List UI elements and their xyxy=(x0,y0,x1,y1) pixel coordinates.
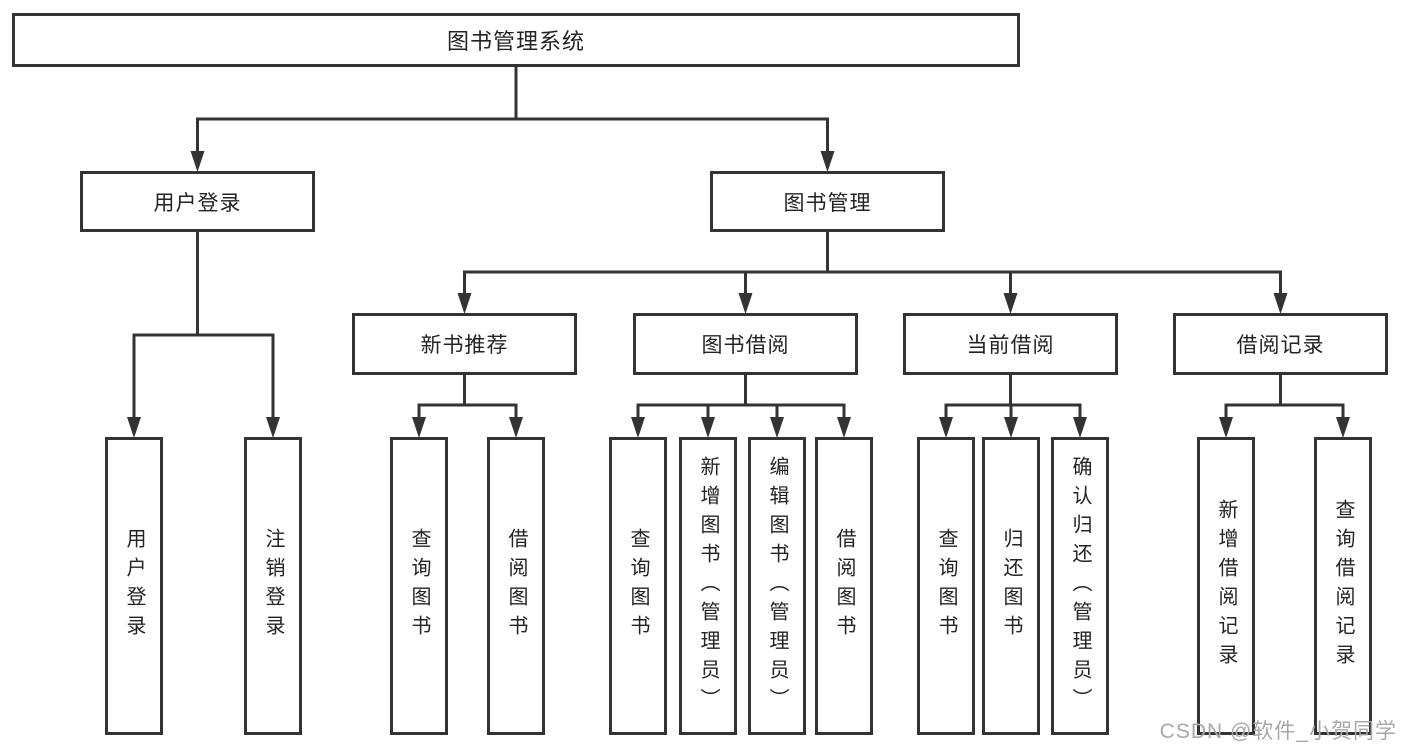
node-label: 图书管理系统 xyxy=(446,29,585,54)
arrow-down-icon xyxy=(631,417,645,438)
leaf-add-borrow-record: 新增借阅记录 xyxy=(1197,437,1255,735)
arrow-down-icon xyxy=(820,151,835,172)
leaf-query-borrow-record: 查询借阅记录 xyxy=(1314,437,1372,735)
leaf-label: 查询图书 xyxy=(408,528,430,644)
leaf-label: 查询图书 xyxy=(627,528,649,644)
leaf-add-books-admin: 新增图书（管理员） xyxy=(679,437,737,735)
arrowheads-level2 xyxy=(190,151,835,172)
leaf-label: 借阅图书 xyxy=(505,528,527,644)
connector-root-to-level2 xyxy=(196,67,829,155)
node-label: 用户登录 xyxy=(153,191,242,215)
node-book-borrow: 图书借阅 xyxy=(633,313,858,375)
node-library-management-system: 图书管理系统 xyxy=(12,13,1020,67)
node-label: 新书推荐 xyxy=(420,334,509,357)
leaf-query-books-2: 查询图书 xyxy=(609,437,667,735)
arrow-down-icon xyxy=(939,417,953,438)
arrow-down-icon xyxy=(837,417,851,438)
leaf-label: 查询图书 xyxy=(935,528,957,644)
leaf-label: 归还图书 xyxy=(1000,528,1022,644)
arrow-down-icon xyxy=(1273,293,1288,314)
node-user-login: 用户登录 xyxy=(80,171,315,232)
node-label: 借阅记录 xyxy=(1236,334,1325,357)
leaf-confirm-return-admin: 确认归还（管理员） xyxy=(1051,437,1109,735)
arrow-down-icon xyxy=(190,151,205,172)
arrow-down-icon xyxy=(701,417,715,438)
csdn-watermark: CSDN @软件_小贺同学 xyxy=(1159,720,1397,743)
leaf-label: 用户登录 xyxy=(123,528,145,644)
connector-new-book-children xyxy=(417,375,518,421)
leaf-query-books-3: 查询图书 xyxy=(917,437,975,735)
arrow-down-icon xyxy=(1003,293,1018,314)
arrowheads-level3 xyxy=(457,293,1288,314)
arrow-down-icon xyxy=(1004,417,1018,438)
arrow-down-icon xyxy=(457,293,472,314)
leaf-logout: 注销登录 xyxy=(244,437,302,735)
leaf-label: 编辑图书（管理员） xyxy=(766,455,788,717)
leaf-label: 借阅图书 xyxy=(833,528,855,644)
leaf-query-books-1: 查询图书 xyxy=(390,437,448,735)
leaf-label: 新增借阅记录 xyxy=(1215,499,1237,673)
connector-current-borrow-children xyxy=(944,375,1082,421)
leaf-label: 查询借阅记录 xyxy=(1332,499,1354,673)
leaf-borrow-books-1: 借阅图书 xyxy=(487,437,545,735)
leaf-label: 新增图书（管理员） xyxy=(697,455,719,717)
arrowheads-leaves xyxy=(127,417,1350,438)
leaf-return-books: 归还图书 xyxy=(982,437,1040,735)
arrow-down-icon xyxy=(127,417,141,438)
connector-book-borrow-children xyxy=(636,375,846,421)
arrow-down-icon xyxy=(266,417,280,438)
leaf-user-login: 用户登录 xyxy=(105,437,163,735)
connector-book-management-children xyxy=(463,232,1282,297)
arrow-down-icon xyxy=(770,417,784,438)
connector-borrow-records-children xyxy=(1224,375,1345,421)
connector-user-login-children xyxy=(132,232,275,421)
node-label: 图书管理 xyxy=(783,191,872,215)
arrow-down-icon xyxy=(1336,417,1350,438)
arrow-down-icon xyxy=(412,417,426,438)
node-book-management: 图书管理 xyxy=(710,171,945,232)
node-label: 图书借阅 xyxy=(701,334,790,357)
arrow-down-icon xyxy=(1219,417,1233,438)
leaf-label: 注销登录 xyxy=(262,528,284,644)
leaf-label: 确认归还（管理员） xyxy=(1069,455,1091,717)
leaf-edit-books-admin: 编辑图书（管理员） xyxy=(748,437,806,735)
arrow-down-icon xyxy=(1073,417,1087,438)
node-label: 当前借阅 xyxy=(966,334,1055,357)
node-current-borrow: 当前借阅 xyxy=(903,313,1118,375)
node-borrow-records: 借阅记录 xyxy=(1173,313,1388,375)
arrow-down-icon xyxy=(738,293,753,314)
node-new-book-recommend: 新书推荐 xyxy=(352,313,577,375)
leaf-borrow-books-2: 借阅图书 xyxy=(815,437,873,735)
arrow-down-icon xyxy=(509,417,523,438)
